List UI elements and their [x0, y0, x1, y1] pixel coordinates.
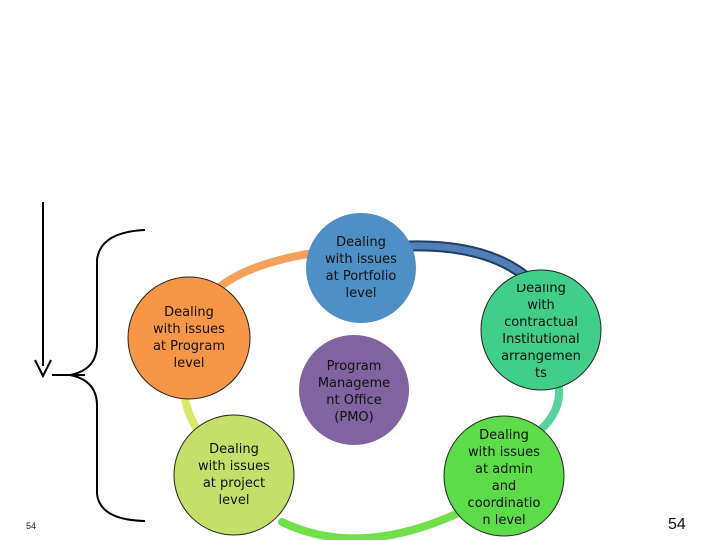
- node-pmo: [299, 335, 409, 445]
- node-admin: [443, 415, 565, 537]
- node-portfolio: [306, 213, 416, 323]
- ring-segment-green: [278, 506, 469, 540]
- slide-number-large: 54: [668, 516, 686, 533]
- slide-number-small: 54: [26, 521, 37, 531]
- node-contractual: [480, 269, 602, 391]
- node-portfolio-label: Dealing with issues at Portfolio level: [325, 235, 397, 301]
- node-contractual-label: Dealing with contractual Institutional a…: [501, 284, 581, 378]
- down-arrow-head: [34, 359, 52, 379]
- node-program-label: Dealing with issues at Program level: [152, 305, 226, 371]
- node-pmo-label: Program Manageme nt Office (PMO): [317, 359, 391, 425]
- node-project-label: Dealing with issues at project level: [198, 442, 270, 508]
- node-admin-label: Dealing with issues at admin and coordin…: [467, 428, 541, 528]
- node-project: [173, 414, 295, 536]
- node-program: [127, 276, 251, 400]
